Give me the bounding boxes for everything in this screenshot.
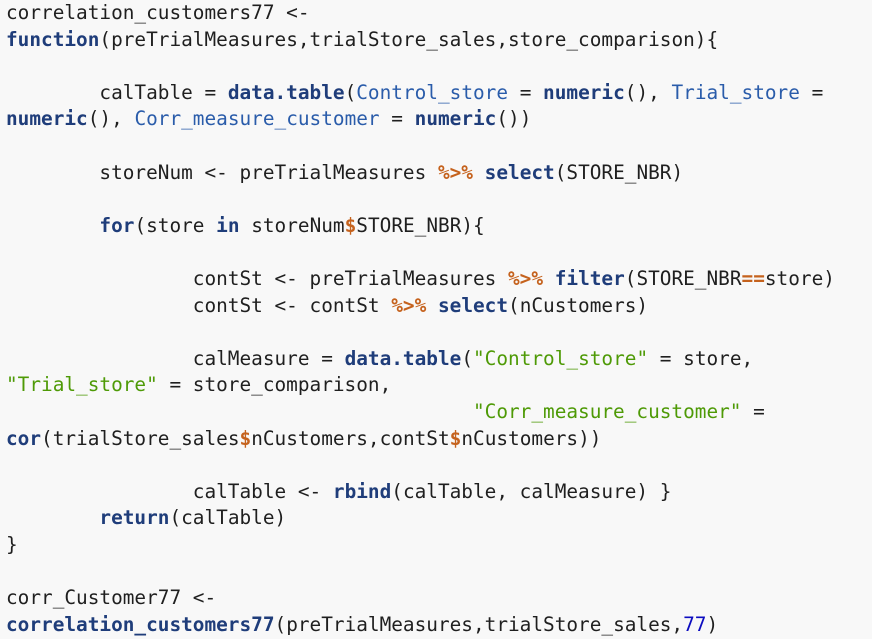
code-token: calTable = — [6, 80, 228, 104]
code-line: calMeasure = data.table("Control_store" … — [6, 346, 872, 373]
code-token: = — [741, 399, 765, 423]
code-token: nCustomers,contSt — [251, 426, 450, 450]
code-token — [426, 294, 438, 317]
code-token: numeric — [414, 107, 497, 131]
code-line: function(preTrialMeasures,trialStore_sal… — [6, 27, 872, 54]
code-line — [6, 319, 872, 346]
code-line — [6, 452, 872, 479]
code-token: rbind — [332, 479, 392, 503]
code-token: correlation_customers77 <- — [6, 1, 310, 24]
code-token: "Corr_measure_customer" — [472, 399, 742, 423]
code-token: %>% — [437, 160, 473, 184]
code-token: data.table — [344, 346, 462, 370]
code-token: == — [741, 266, 765, 290]
code-token: (preTrialMeasures,trialStore_sales, — [274, 612, 684, 636]
code-token: = store, — [648, 346, 754, 370]
code-token: correlation_customers77 — [6, 612, 275, 636]
code-token: contSt <- contSt — [6, 293, 392, 317]
code-token: Trial_store — [671, 80, 800, 104]
code-token — [543, 267, 555, 290]
code-line: storeNum <- preTrialMeasures %>% select(… — [6, 160, 872, 187]
code-token: ( — [461, 346, 473, 370]
code-token: (), — [87, 107, 135, 131]
code-token: filter — [554, 266, 625, 290]
code-token: STORE_NBR){ — [356, 213, 485, 237]
code-token — [6, 214, 99, 237]
code-token: calMeasure = — [6, 346, 345, 370]
code-token — [473, 161, 485, 184]
code-token: (trialStore_sales — [41, 426, 240, 450]
code-line — [6, 558, 872, 585]
code-line: correlation_customers77(preTrialMeasures… — [6, 612, 872, 639]
code-token: storeNum — [239, 213, 345, 237]
code-line — [6, 186, 872, 213]
code-token: corr_Customer77 <- — [6, 586, 217, 610]
code-token: for — [99, 213, 135, 237]
code-token: calTable <- — [6, 479, 333, 503]
code-line: calTable <- rbind(calTable, calMeasure) … — [6, 479, 872, 506]
code-token: (), — [624, 80, 672, 104]
code-token: nCustomers)) — [461, 426, 602, 450]
code-token: "Control_store" — [473, 346, 649, 370]
code-token: select — [484, 160, 555, 184]
code-token: ()) — [496, 107, 532, 131]
code-token: (calTable, calMeasure) } — [391, 479, 672, 503]
code-token: select — [437, 293, 509, 317]
code-token: ) — [706, 612, 719, 636]
code-line: return(calTable) — [6, 505, 872, 532]
code-line: contSt <- contSt %>% select(nCustomers) — [6, 293, 872, 320]
code-token: = store_comparison, — [157, 373, 392, 397]
code-token: "Trial_store" — [6, 373, 158, 397]
code-token: Corr_measure_customer — [134, 107, 380, 131]
code-line — [6, 53, 872, 80]
code-line — [6, 133, 872, 160]
code-token: contSt <- preTrialMeasures — [6, 266, 508, 290]
code-line: "Corr_measure_customer" = — [6, 399, 872, 426]
code-line — [6, 239, 872, 266]
code-token: = — [379, 107, 415, 131]
code-token: function — [6, 27, 100, 51]
code-token: $ — [239, 426, 252, 450]
code-token: numeric — [543, 80, 625, 104]
code-token: (calTable) — [169, 506, 287, 530]
code-token — [6, 506, 99, 529]
code-line: "Trial_store" = store_comparison, — [6, 372, 872, 399]
code-line: correlation_customers77 <- — [6, 0, 872, 27]
code-token: (preTrialMeasures,trialStore_sales,store… — [99, 27, 719, 51]
code-token: storeNum <- preTrialMeasures — [6, 160, 438, 184]
code-token: ( — [344, 80, 357, 104]
code-token: numeric — [6, 107, 88, 131]
code-token: (nCustomers) — [508, 293, 649, 317]
code-line: corr_Customer77 <- — [6, 585, 872, 612]
code-line: for(store in storeNum$STORE_NBR){ — [6, 213, 872, 240]
code-token: %>% — [391, 293, 427, 317]
code-token: } — [6, 532, 18, 556]
code-line: } — [6, 532, 872, 559]
code-token: = — [799, 80, 824, 104]
code-token: in — [216, 213, 240, 237]
code-token: $ — [449, 426, 462, 450]
code-token: Control_store — [356, 80, 509, 104]
code-token: cor — [6, 426, 42, 450]
code-token: %>% — [508, 266, 544, 290]
code-line: calTable = data.table(Control_store = nu… — [6, 80, 872, 107]
code-token: (STORE_NBR) — [554, 160, 684, 184]
code-token: store) — [764, 266, 835, 290]
code-line: cor(trialStore_sales$nCustomers,contSt$n… — [6, 426, 872, 453]
code-token: data.table — [227, 80, 345, 104]
code-token: 77 — [683, 612, 707, 636]
code-token: (STORE_NBR — [624, 266, 742, 290]
code-token: $ — [344, 213, 357, 237]
code-token: return — [99, 506, 170, 530]
code-line: numeric(), Corr_measure_customer = numer… — [6, 106, 872, 133]
code-token: (store — [134, 213, 217, 237]
code-token — [6, 400, 473, 423]
code-line: contSt <- preTrialMeasures %>% filter(ST… — [6, 266, 872, 293]
code-token: = — [508, 80, 544, 104]
